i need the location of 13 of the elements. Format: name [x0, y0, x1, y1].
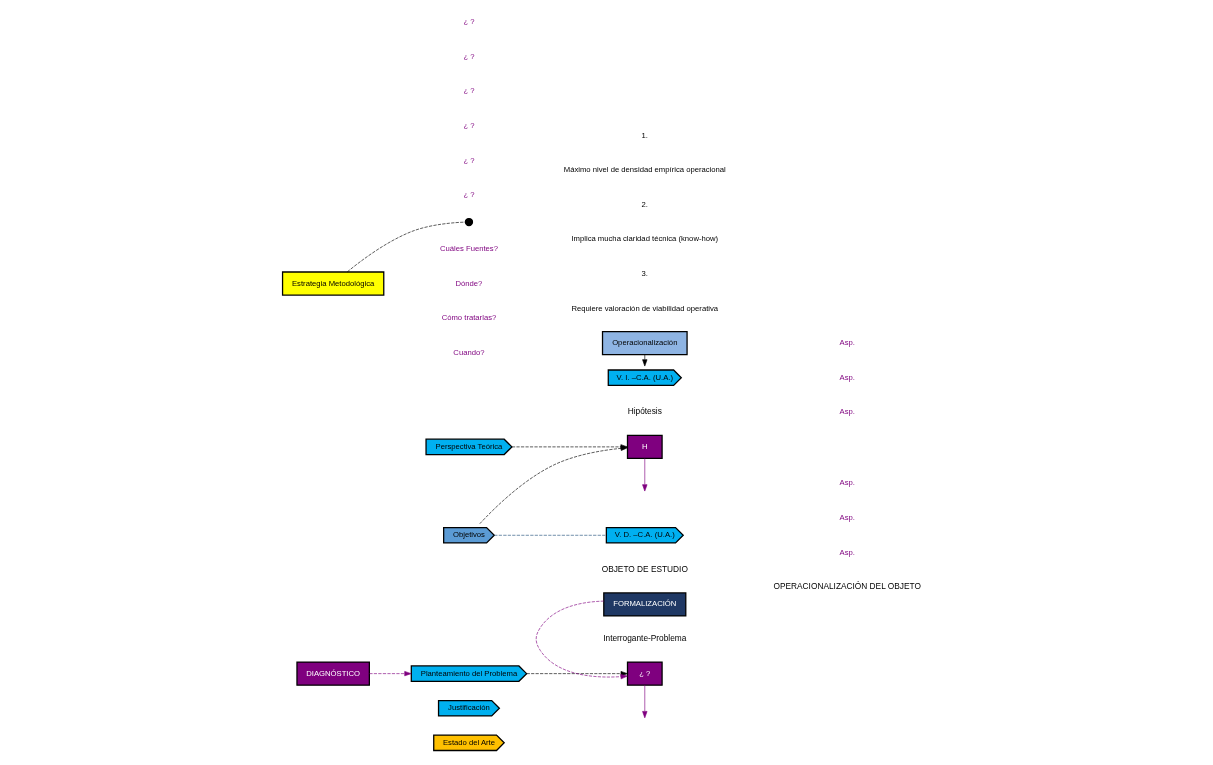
arrow [368, 671, 411, 677]
connector [346, 221, 466, 273]
arrow [641, 684, 647, 719]
arrow [535, 600, 628, 680]
node-circle [464, 217, 473, 227]
arrow [641, 458, 647, 492]
arrow [641, 354, 647, 367]
label: OPERACIONALIZACIÓN DEL OBJETO [773, 581, 921, 592]
connector [493, 534, 607, 536]
arrow [525, 671, 628, 677]
label: OBJETO DE ESTUDIO [601, 564, 688, 575]
node-label: Interrogante-Problema [602, 633, 686, 644]
node-label: Hipótesis [627, 406, 662, 417]
